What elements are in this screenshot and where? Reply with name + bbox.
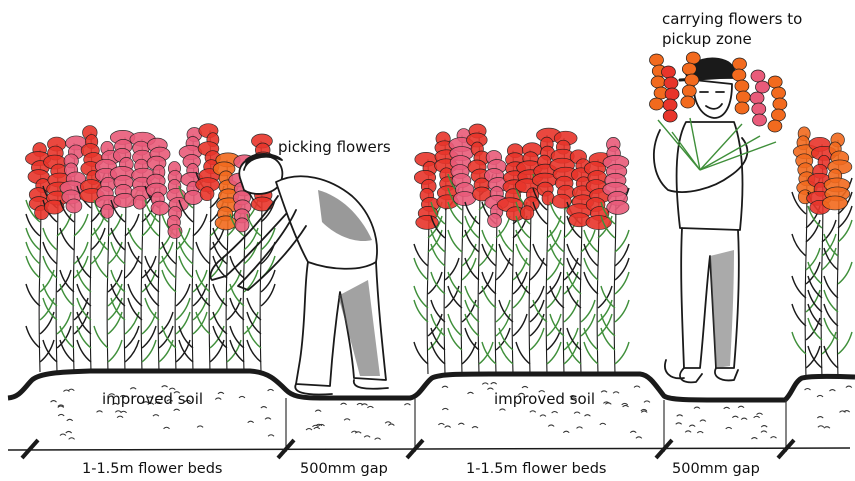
carrying-label-line2: pickup zone	[662, 30, 752, 48]
dimension-line	[8, 440, 850, 458]
bed-width-label-1: 1-1.5m flower beds	[82, 460, 223, 478]
gap-width-label-1: 500mm gap	[300, 460, 388, 478]
bed-width-label-2: 1-1.5m flower beds	[466, 460, 607, 478]
gap-width-label-2: 500mm gap	[672, 460, 760, 478]
carrying-label-line1: carrying flowers to	[662, 10, 802, 28]
improved-soil-left-label: improved soil	[102, 390, 203, 408]
picking-flowers-label: picking flowers	[278, 138, 391, 156]
improved-soil-right-label: improved soil	[494, 390, 595, 408]
